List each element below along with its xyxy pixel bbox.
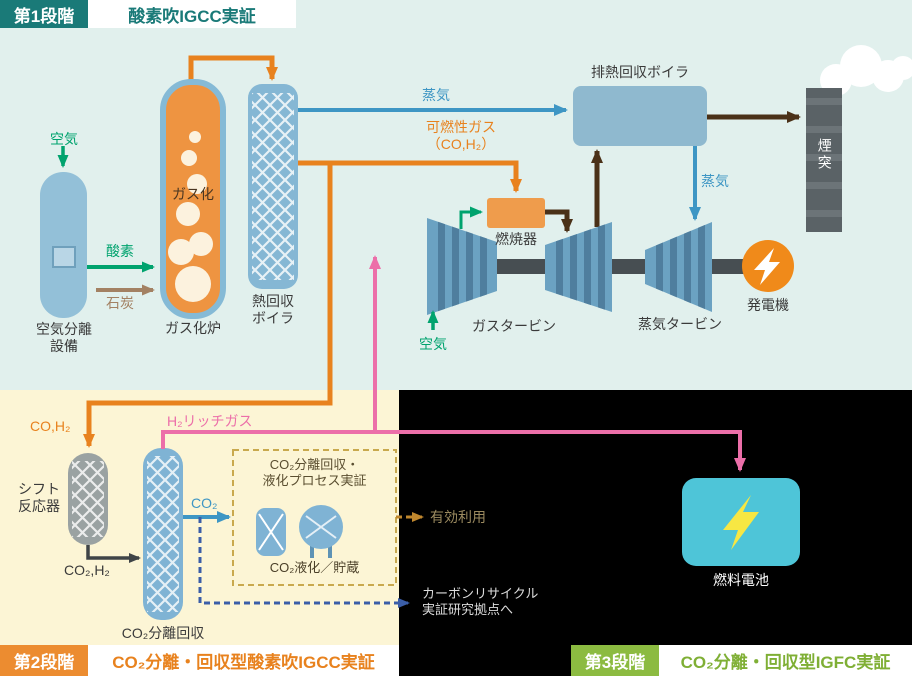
- carbon-recycle-dashed-line: [198, 517, 410, 608]
- stage2-title: CO₂分離・回収型酸素吹IGCC実証: [88, 645, 399, 676]
- label-process-title: CO₂分離回収・ 液化プロセス実証: [262, 457, 367, 488]
- stage2-tag: 第2段階: [0, 645, 88, 676]
- shift-reactor-vessel: [68, 453, 108, 545]
- exhaust-heat-boiler-vessel: [573, 86, 707, 146]
- label-effective-use: 有効利用: [430, 509, 486, 525]
- compressed-air-line: [459, 206, 483, 229]
- label-oxygen: 酸素: [106, 243, 134, 259]
- cloud-icon: [820, 45, 912, 96]
- combustible-gas-line: [298, 160, 522, 193]
- gas-turbine-compressor: [427, 218, 497, 315]
- label-h2-rich-gas: H₂リッチガス: [167, 413, 253, 429]
- label-gasifier: ガス化炉: [165, 320, 221, 336]
- syngas-pipe: [188, 55, 278, 84]
- stage3-title: CO₂分離・回収型IGFC実証: [659, 645, 912, 676]
- syngas-to-stage2-line: [83, 163, 333, 448]
- combustor-box: [487, 198, 545, 228]
- gasifier-vessel: [160, 79, 226, 319]
- air-separation-unit: [40, 172, 87, 318]
- label-generator: 発電機: [747, 297, 789, 313]
- label-shift-reactor: シフト 反応器: [18, 481, 60, 514]
- label-exhaust-heat-boiler: 排熱回収ボイラ: [591, 64, 689, 80]
- label-co2-h2: CO₂,H₂: [64, 562, 110, 578]
- label-heat-recovery-boiler: 熱回収 ボイラ: [252, 293, 294, 326]
- heat-recovery-boiler-vessel: [248, 84, 298, 289]
- co2-column-vessel: [143, 448, 183, 620]
- stage3-tag: 第3段階: [571, 645, 659, 676]
- label-co2: CO₂: [191, 495, 218, 511]
- label-liquefaction-storage: CO₂液化／貯蔵: [269, 560, 360, 575]
- label-combustor: 燃焼器: [495, 231, 537, 247]
- stage1-panel: [0, 0, 912, 390]
- stage1-tag: 第1段階: [0, 0, 88, 28]
- fuel-cell-bolt-icon: [723, 495, 759, 550]
- label-co2-capture: CO₂分離回収: [121, 625, 205, 641]
- chimney-stack: [806, 88, 842, 232]
- label-air-in: 空気: [50, 131, 78, 147]
- combustor-out-line: [545, 209, 573, 233]
- label-chimney: 煙突: [816, 138, 833, 172]
- label-coal: 石炭: [106, 295, 134, 311]
- label-combustible-gas: 可燃性ガス （CO,H₂）: [426, 119, 496, 152]
- lightning-bolt-icon: [754, 248, 780, 285]
- label-steam-turbine: 蒸気タービン: [638, 316, 722, 332]
- label-fuel-cell: 燃料電池: [713, 572, 769, 588]
- label-co-h2: CO,H₂: [30, 418, 71, 434]
- fuel-cell-box: [682, 478, 800, 566]
- gas-turbine-turbine: [545, 222, 612, 312]
- label-air-separation: 空気分離 設備: [36, 321, 92, 354]
- h2-rich-line: [161, 430, 746, 472]
- label-carbon-recycle: カーボンリサイクル 実証研究拠点へ: [422, 586, 539, 617]
- label-gas-turbine: ガスタービン: [472, 318, 556, 334]
- stage1-title: 酸素吹IGCC実証: [88, 0, 296, 28]
- tank-sphere: [299, 505, 343, 558]
- shift-out-line: [86, 545, 141, 563]
- label-steam-top: 蒸気: [422, 87, 450, 103]
- label-steam-right: 蒸気: [701, 173, 729, 189]
- steam-turbine-shape: [645, 222, 712, 312]
- label-gasification: ガス化: [172, 186, 214, 202]
- tank-vertical: [256, 508, 286, 556]
- label-air-turbine: 空気: [419, 336, 447, 352]
